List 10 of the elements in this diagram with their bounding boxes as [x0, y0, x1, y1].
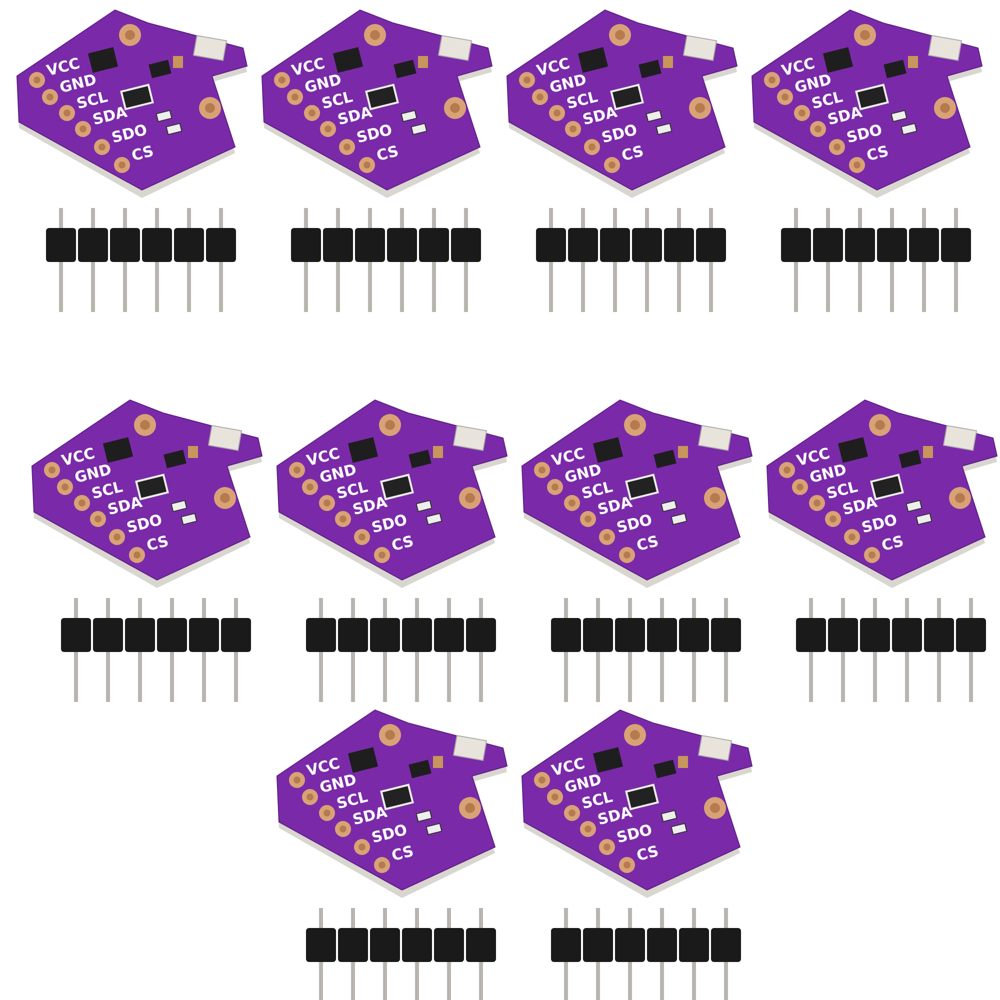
- pin-label: CS: [865, 144, 890, 164]
- pin-label: CS: [145, 534, 170, 554]
- pin-label: CS: [620, 144, 646, 164]
- pin-label: CS: [390, 534, 416, 554]
- pin-label: CS: [635, 844, 660, 864]
- pin-label: CS: [635, 534, 660, 554]
- pin-label: CS: [130, 144, 156, 164]
- pin-label: CS: [375, 144, 400, 164]
- pin-label: CS: [880, 534, 906, 554]
- pin-label: CS: [390, 844, 416, 864]
